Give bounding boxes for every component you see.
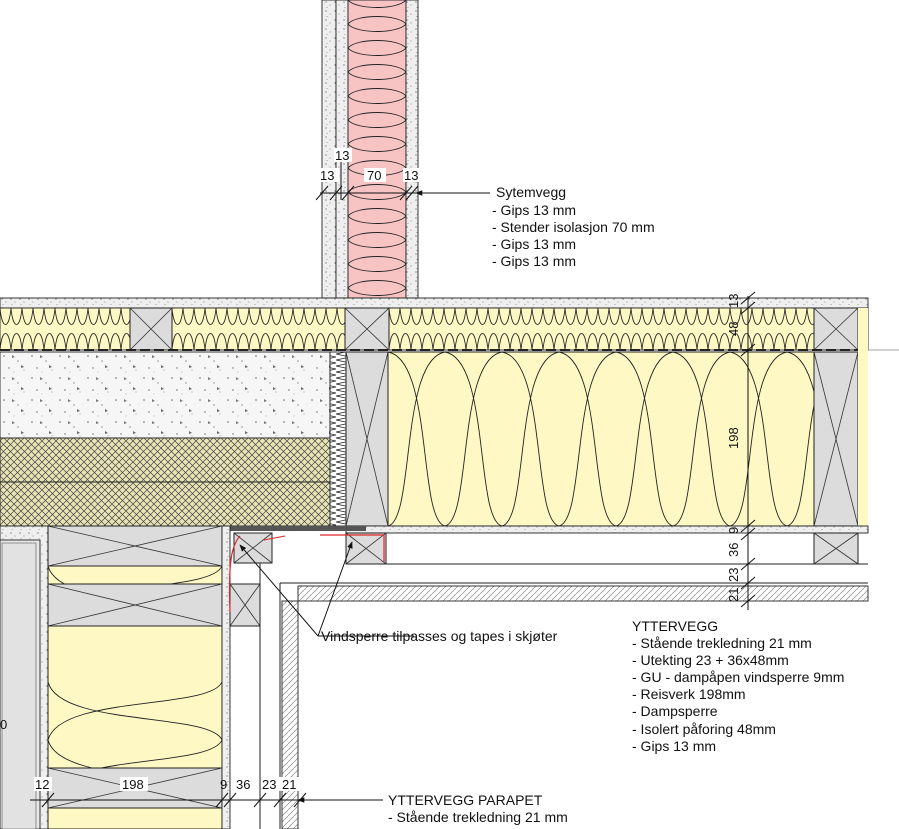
dim-parapet-batten: 36 [236,777,250,792]
exterior-wall-main [230,308,869,602]
top-insulation-wave [0,307,819,351]
sytemvegg-title: Sytemvegg [496,184,566,200]
edge-fragment-label: 0 [0,717,7,732]
annotation-sytemvegg: Sytemvegg - Gips 13 mm - Stender isolasj… [492,184,655,269]
dimension-labels: 13 13 70 13 13 48 198 9 36 23 21 12 198 … [34,148,741,792]
dark-membrane [230,526,366,531]
windbarrier-board [345,525,869,534]
vindsperre-note: Vindsperre tilpasses og tapes i skjøter [321,628,558,644]
dim-wall-cladding: 21 [726,588,741,602]
cladding-horizontal [297,585,869,602]
sytemvegg-line-4: - Gips 13 mm [492,253,576,269]
dim-partition-top: 13 [335,148,349,163]
yttervegg-line-7: - Gips 13 mm [632,738,716,754]
yttervegg-line-3: - GU - dampåpen vindsperre 9mm [632,669,844,685]
concrete-layer [0,351,331,439]
top-battens [129,307,859,351]
partition-gypsum-left [321,0,337,299]
dim-parapet-board: 12 [35,777,49,792]
zigzag-strip [329,351,347,527]
parapet-title: YTTERVEGG PARAPET [388,792,543,808]
dimension-lines [30,160,756,808]
parapet-wall [0,525,385,829]
dim-parapet-cladding: 21 [282,777,296,792]
wall-insulation [387,351,815,527]
yttervegg-title: YTTERVEGG [632,618,718,634]
sytemvegg-line-2: - Stender isolasjon 70 mm [492,219,655,235]
floor-slab-left [0,351,347,527]
annotation-yttervegg-parapet: YTTERVEGG PARAPET - Stående trekledning … [388,792,568,825]
yttervegg-line-5: - Dampsperre [632,703,718,719]
top-layer-band [0,297,899,351]
sytemvegg-line-3: - Gips 13 mm [492,236,576,252]
sytemvegg-line-1: - Gips 13 mm [492,202,576,218]
parapet-line-1: - Stående trekledning 21 mm [388,809,568,825]
yttervegg-line-6: - Isolert påforing 48mm [632,721,776,737]
dim-parapet-windbarrier: 9 [220,777,227,792]
dim-partition-stud: 70 [367,168,381,183]
dim-parapet-counter-batten: 23 [262,777,276,792]
dim-wall-windbarrier: 9 [726,527,741,534]
annotation-yttervegg: YTTERVEGG - Stående trekledning 21 mm - … [632,618,844,754]
windproof-tape-left [228,535,241,613]
yttervegg-line-4: - Reisverk 198mm [632,686,746,702]
partition-gypsum-right [405,0,419,299]
dim-wall-framing: 198 [726,427,741,449]
leader-lines [239,190,490,803]
yttervegg-line-1: - Stående trekledning 21 mm [632,635,812,651]
dim-parapet-framing: 198 [122,777,144,792]
dim-wall-batten-36: 36 [726,543,741,557]
dim-partition-gypsum-left: 13 [320,168,334,183]
dim-wall-counter-batten: 23 [726,568,741,582]
dim-wall-gypsum: 13 [726,294,741,308]
dim-partition-gypsum-right: 13 [404,168,418,183]
windproof-tape-right [320,534,385,562]
cladding-vertical [281,600,299,829]
yttervegg-line-2: - Utekting 23 + 36x48mm [632,652,789,668]
dim-wall-batten-48: 48 [726,322,741,336]
